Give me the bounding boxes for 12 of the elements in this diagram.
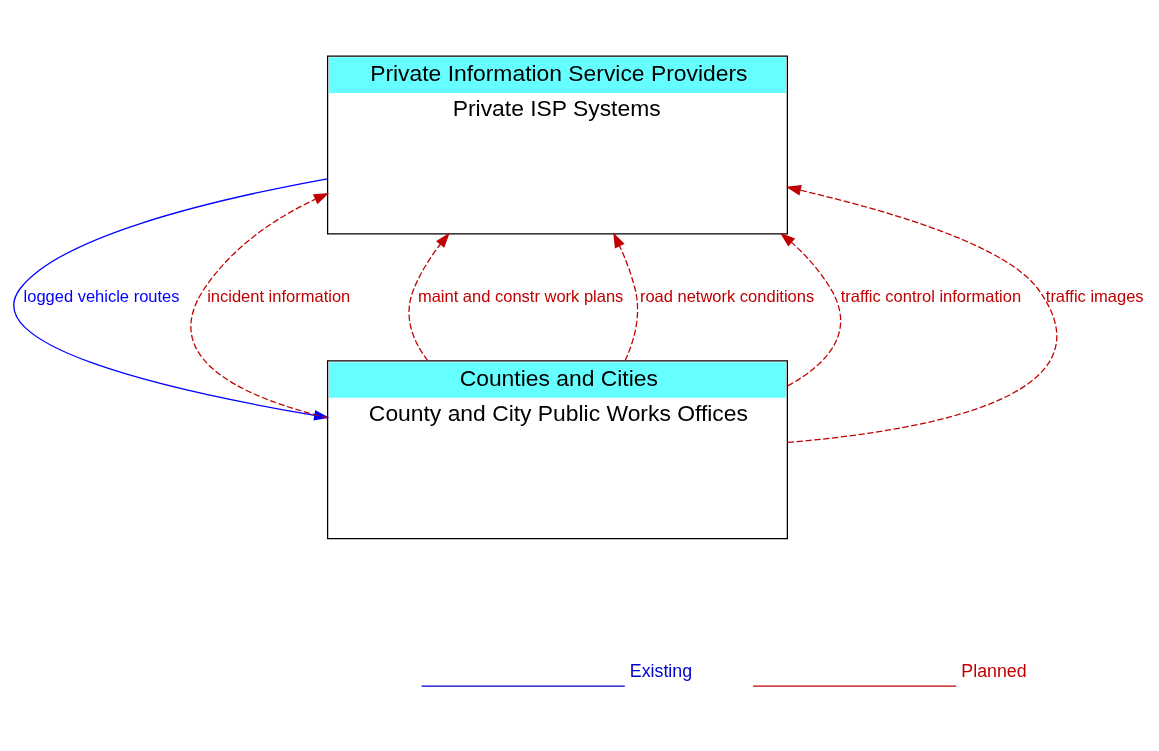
edge-label: logged vehicle routes: [23, 286, 180, 305]
arrow: [785, 185, 1058, 443]
edge-label: traffic control information: [840, 286, 1022, 305]
edge-label: maint and constr work plans: [417, 286, 624, 305]
edge-label: traffic images: [1045, 286, 1144, 305]
arrow: [408, 232, 450, 362]
edge-label: incident information: [207, 286, 351, 305]
edge-label: road network conditions: [639, 286, 815, 305]
legend-label: Existing: [629, 661, 693, 682]
legend-label: Planned: [961, 661, 1027, 682]
arrow: [780, 232, 842, 387]
arrow: [613, 232, 639, 362]
